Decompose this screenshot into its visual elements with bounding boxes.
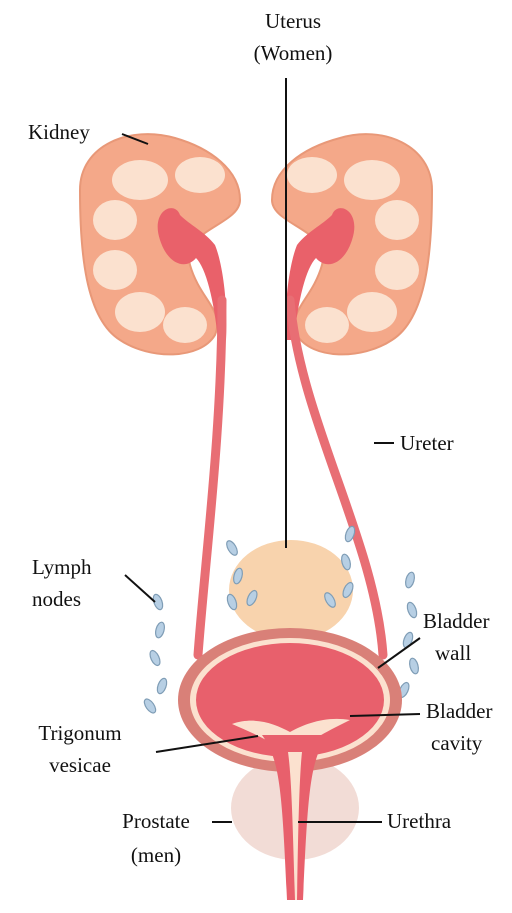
- label-bladder-wall-line2: wall: [435, 641, 471, 665]
- left-kidney: [80, 134, 240, 354]
- label-bladder-wall-line1: Bladder: [423, 609, 489, 633]
- label-lymph-line2: nodes: [32, 587, 81, 611]
- label-prostate-line2: (men): [131, 843, 181, 867]
- label-uterus-line1: Uterus: [265, 9, 321, 33]
- uterus: [229, 540, 353, 640]
- label-kidney: Kidney: [28, 120, 90, 144]
- left-ureter: [198, 300, 222, 655]
- label-trigonum-line2: vesicae: [49, 753, 111, 777]
- label-urethra: Urethra: [387, 809, 452, 833]
- bladder: [178, 628, 402, 900]
- label-bladder-cavity-line2: cavity: [431, 731, 483, 755]
- label-uterus-line2: (Women): [254, 41, 333, 65]
- label-lymph-line1: Lymph: [32, 555, 92, 579]
- label-bladder-cavity-line1: Bladder: [426, 699, 492, 723]
- label-ureter: Ureter: [400, 431, 454, 455]
- label-trigonum-line1: Trigonum: [38, 721, 121, 745]
- label-prostate-line1: Prostate: [122, 809, 190, 833]
